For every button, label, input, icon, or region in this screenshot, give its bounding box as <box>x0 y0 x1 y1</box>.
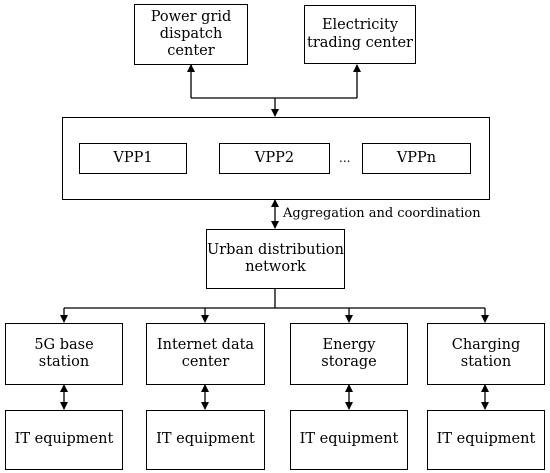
vpp-label-1: VPP1 <box>113 149 153 166</box>
facility-label: Energy storage <box>321 336 377 370</box>
facility-charging-station: Charging station <box>427 323 545 385</box>
facility-label: 5G base station <box>34 336 94 370</box>
trading-center-label: Electricity trading center <box>307 17 413 51</box>
distribution-network-node: Urban distribution network <box>206 229 345 289</box>
equipment-label: IT equipment <box>14 431 114 448</box>
dispatch-center-node: Power grid dispatch center <box>134 4 248 65</box>
vpp-ellipsis: ... <box>339 151 351 165</box>
vpp-node-n: VPPn <box>362 143 471 174</box>
equipment-label: IT equipment <box>436 431 536 448</box>
distribution-network-label: Urban distribution network <box>207 241 344 275</box>
aggregation-label: Aggregation and coordination <box>283 206 481 221</box>
facility-energy-storage: Energy storage <box>290 323 408 385</box>
equipment-label: IT equipment <box>299 431 399 448</box>
it-equipment-node-2: IT equipment <box>146 410 265 470</box>
vpp-label-n: VPPn <box>396 149 437 166</box>
vpp-node-1: VPP1 <box>79 143 187 174</box>
facility-label: Charging station <box>451 336 521 370</box>
it-equipment-node-1: IT equipment <box>5 410 123 470</box>
trading-center-node: Electricity trading center <box>304 5 416 64</box>
it-equipment-node-4: IT equipment <box>427 410 545 470</box>
dispatch-center-label: Power grid dispatch center <box>150 8 232 60</box>
facility-5g-base-station: 5G base station <box>5 323 123 385</box>
facility-label: Internet data center <box>156 336 255 370</box>
equipment-label: IT equipment <box>156 431 255 448</box>
vpp-label-2: VPP2 <box>254 149 295 166</box>
vpp-node-2: VPP2 <box>219 143 330 174</box>
facility-internet-data-center: Internet data center <box>146 323 265 385</box>
it-equipment-node-3: IT equipment <box>290 410 408 470</box>
